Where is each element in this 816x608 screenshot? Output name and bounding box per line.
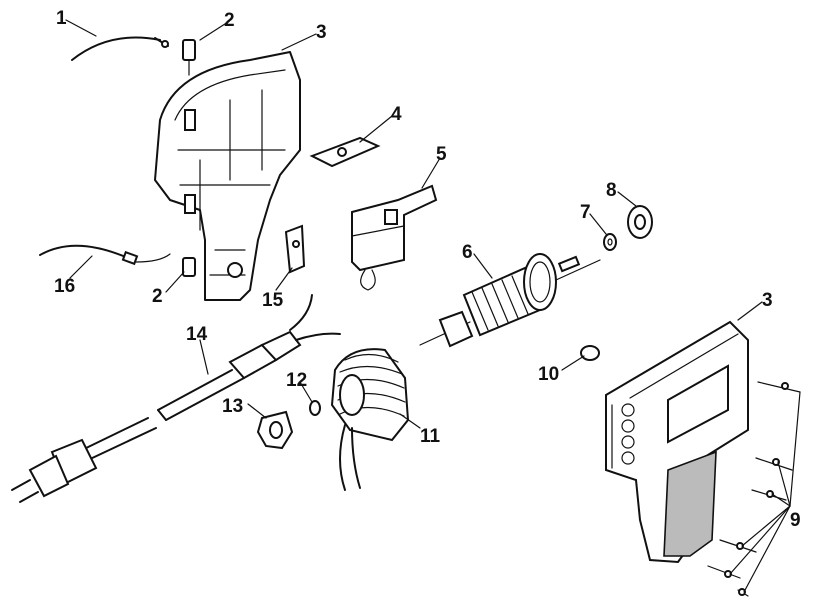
part-13-nut: [256, 410, 294, 450]
callout-6: 6: [462, 242, 473, 263]
callout-11: 11: [420, 426, 441, 447]
part-1-lead-wire: [71, 36, 169, 61]
callout-10: 10: [538, 364, 559, 385]
callout-2-top: 2: [224, 10, 235, 31]
part-2-brush-bottom: [182, 257, 196, 277]
callout-labels: 1 2 3 4 5 6 7 8 2 16 15 14 12 13 11 10 3…: [54, 8, 801, 531]
callout-9: 9: [790, 510, 801, 531]
part-14-power-cord: [11, 294, 341, 503]
callout-4: 4: [391, 104, 402, 125]
callout-2-bottom: 2: [152, 286, 163, 307]
part-8-bearing: [627, 205, 653, 239]
part-3-housing-left: [154, 51, 301, 301]
callout-7: 7: [580, 202, 591, 223]
part-15-plate: [284, 224, 306, 274]
leader-lines: [65, 19, 801, 593]
callout-12: 12: [286, 370, 307, 391]
callout-8: 8: [606, 180, 617, 201]
part-3-housing-right: [605, 320, 749, 564]
part-12-washer: [309, 400, 321, 416]
callout-5: 5: [436, 144, 447, 165]
part-4-plate: [309, 136, 381, 168]
part-2-brush-top: [182, 39, 196, 76]
part-5-switch: [351, 184, 438, 291]
part-11-field-stator: [330, 348, 410, 491]
callout-14: 14: [186, 324, 208, 345]
callout-16: 16: [54, 276, 75, 297]
callout-13: 13: [222, 396, 243, 417]
part-7-washer: [603, 233, 617, 251]
part-16-lead-wire: [39, 244, 171, 266]
callout-3-right: 3: [762, 290, 773, 311]
part-6-armature: [419, 253, 601, 348]
part-9-screws: [707, 381, 801, 597]
callout-3-left: 3: [316, 22, 327, 43]
part-10-washer: [580, 345, 600, 361]
callout-15: 15: [262, 290, 284, 311]
callout-1: 1: [56, 8, 67, 29]
